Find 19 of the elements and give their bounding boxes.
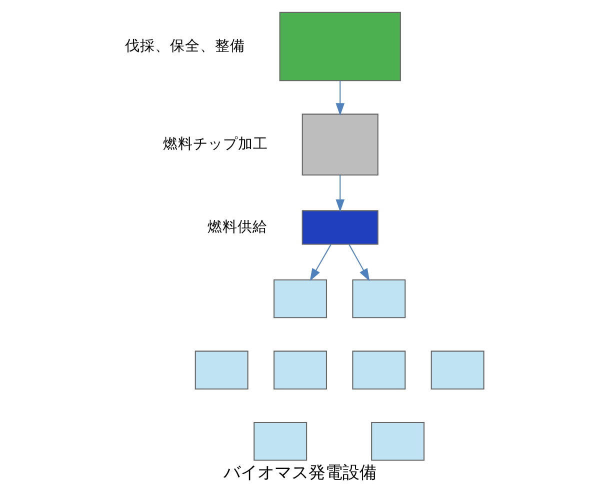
node-box <box>279 12 401 82</box>
node-box <box>274 350 327 390</box>
node-box <box>371 422 425 461</box>
arrow <box>336 175 345 212</box>
node-box <box>274 279 327 318</box>
node-label: 燃料供給 <box>207 218 268 236</box>
node-box <box>302 114 378 176</box>
arrow <box>310 244 332 282</box>
node-box <box>352 279 406 318</box>
node-box <box>352 350 406 390</box>
node-label: 燃料チップ加工 <box>162 135 268 152</box>
node-box <box>430 350 484 390</box>
node-label: 伐採、保全、整備 <box>124 37 245 54</box>
caption: バイオマス発電設備 <box>224 462 376 482</box>
arrow <box>336 80 345 116</box>
node-box <box>194 350 248 390</box>
arrow <box>348 244 370 282</box>
node-box <box>254 422 308 461</box>
node-box <box>302 210 378 245</box>
